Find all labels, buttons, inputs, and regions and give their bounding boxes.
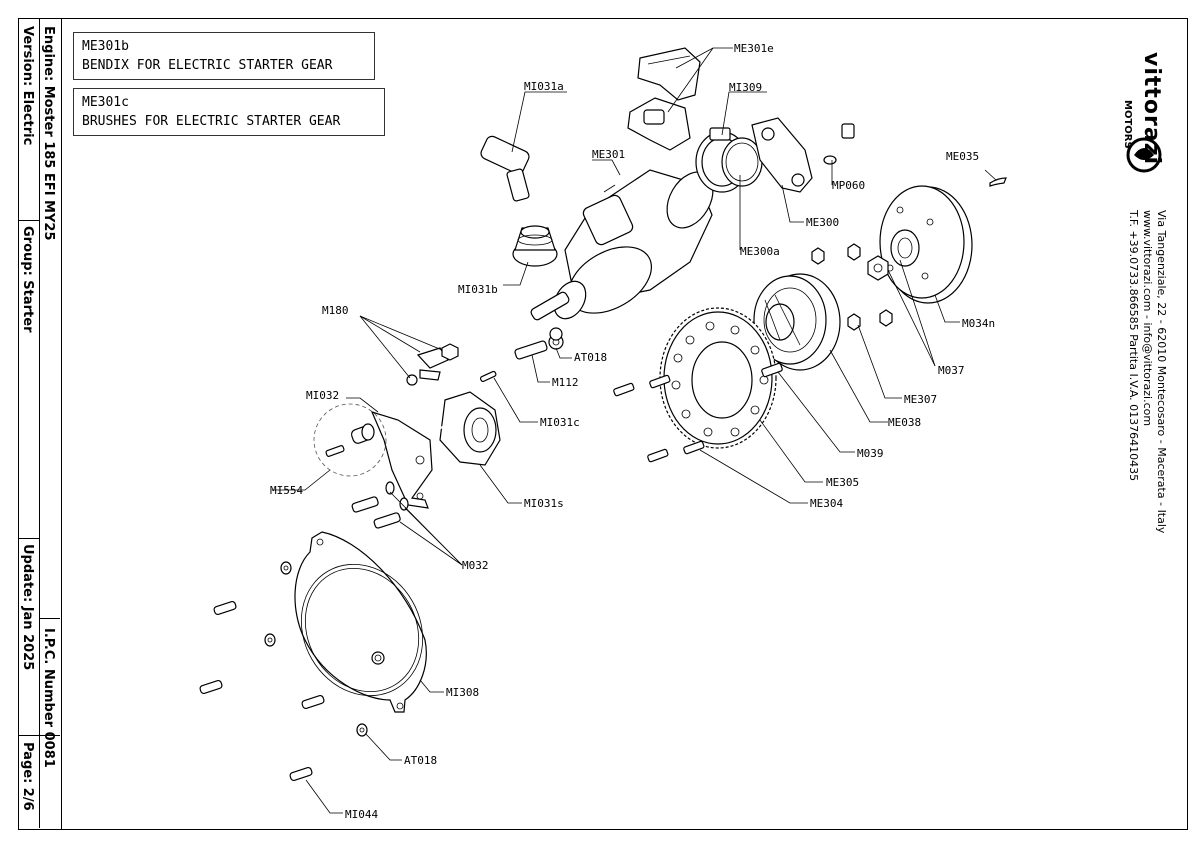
label-ME301e: ME301e — [734, 42, 774, 55]
label-MI031a: MI031a — [524, 80, 564, 93]
label-ME300a: ME300a — [740, 245, 780, 258]
hose-clamp — [695, 127, 763, 193]
label-MI031b: MI031b — [458, 283, 498, 296]
label-MI031c: MI031c — [540, 416, 580, 429]
label-ME301: ME301 — [592, 148, 625, 161]
flywheel-nut — [867, 255, 889, 281]
leader-lines — [272, 47, 997, 814]
small-screw — [479, 370, 497, 383]
cover-plate — [294, 531, 427, 713]
note-box-brushes: ME301c BRUSHES FOR ELECTRIC STARTER GEAR — [73, 88, 385, 136]
title-cell-sep — [39, 618, 60, 619]
note-code: ME301b — [82, 39, 129, 54]
label-MI031s: MI031s — [524, 497, 564, 510]
label-MP060: MP060 — [832, 179, 865, 192]
woodruff-key — [989, 177, 1007, 187]
label-M180: M180 — [322, 304, 349, 317]
ring-gear — [659, 307, 777, 449]
title-cell-sep — [18, 538, 39, 539]
label-M112: M112 — [552, 376, 579, 389]
freewheel-hub — [753, 273, 841, 371]
ignition-coil — [411, 359, 501, 466]
label-ME038: ME038 — [888, 416, 921, 429]
cover-fasteners — [199, 561, 368, 782]
label-M034n: M034n — [962, 317, 995, 330]
part-labels: ME301e MI031a MI309 ME301 ME035 MP060 ME… — [270, 42, 995, 821]
starter-bracket — [751, 117, 855, 193]
note-text: BRUSHES FOR ELECTRIC STARTER GEAR — [82, 114, 341, 129]
title-block-divider — [39, 18, 40, 828]
label-ME300: ME300 — [806, 216, 839, 229]
brand-logo-icon — [1126, 137, 1162, 173]
label-ME305: ME305 — [826, 476, 859, 489]
note-text: BENDIX FOR ELECTRIC STARTER GEAR — [82, 58, 333, 73]
label-MI308: MI308 — [446, 686, 479, 699]
brush-holder — [627, 47, 701, 151]
coil-bracket — [370, 411, 433, 509]
label-MI044: MI044 — [345, 808, 378, 821]
label-AT018-a: AT018 — [574, 351, 607, 364]
label-M037: M037 — [938, 364, 965, 377]
title-block-border — [18, 18, 62, 830]
label-MI554: MI554 — [270, 484, 303, 497]
cable-clip — [406, 343, 459, 386]
rubber-boot — [512, 225, 558, 267]
note-box-bendix: ME301b BENDIX FOR ELECTRIC STARTER GEAR — [73, 32, 375, 80]
label-ME304: ME304 — [810, 497, 843, 510]
small-nuts — [811, 243, 893, 331]
label-ME035: ME035 — [946, 150, 979, 163]
bracket-bolts — [351, 481, 409, 529]
label-M039: M039 — [857, 447, 884, 460]
starter-bolt — [514, 327, 564, 360]
ring-gear-bolts — [613, 362, 783, 463]
detail-circle — [313, 403, 387, 477]
spark-plug-cap — [428, 135, 530, 356]
label-AT018-b: AT018 — [404, 754, 437, 767]
label-MI309: MI309 — [729, 81, 762, 94]
flywheel — [879, 185, 973, 304]
title-cell-sep — [18, 735, 60, 736]
label-MI032: MI032 — [306, 389, 339, 402]
label-M032: M032 — [462, 559, 489, 572]
note-code: ME301c — [82, 95, 129, 110]
starter-motor — [530, 169, 714, 321]
label-ME307: ME307 — [904, 393, 937, 406]
title-cell-sep — [18, 220, 39, 221]
